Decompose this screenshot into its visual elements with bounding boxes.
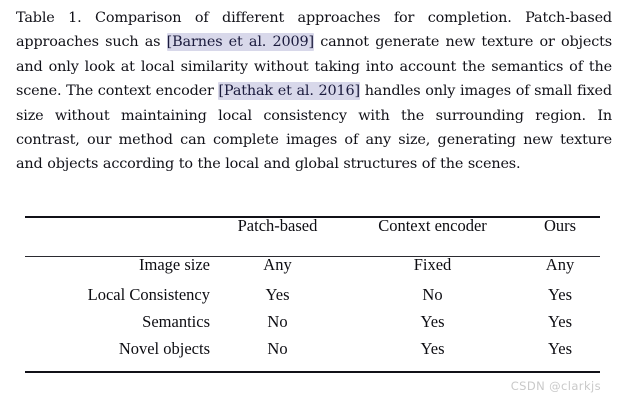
comparison-table: Patch-based Context encoder Ours	[25, 216, 600, 256]
table-row: Local Consistency Yes No Yes	[25, 285, 600, 314]
caption-segment-text-3: handles only images of small fixed size …	[16, 83, 612, 173]
table-row: Semantics No Yes Yes	[25, 312, 600, 341]
table-header-row: Patch-based Context encoder Ours	[25, 216, 600, 256]
table-rule-bottom	[25, 371, 600, 373]
cell-local-consistency-context-encoder: No	[422, 285, 443, 304]
row-label-image-size: Image size	[138, 255, 210, 274]
table-caption: Table 1. Comparison of different approac…	[16, 6, 612, 177]
table-row: Image size Any Fixed Any	[25, 255, 600, 287]
watermark: CSDN @clarkjs	[510, 379, 601, 393]
cell-semantics-context-encoder: Yes	[420, 312, 445, 331]
table-rule-header-bottom	[25, 256, 600, 257]
comparison-table-container: Patch-based Context encoder Ours Image s…	[25, 216, 600, 373]
caption-segment-text-2: cannot generate new texture or objects a…	[16, 34, 612, 100]
comparison-table-body: Image size Any Fixed Any Local Consisten…	[25, 255, 600, 371]
cell-image-size-context-encoder: Fixed	[413, 255, 452, 274]
citation-pathak-2016[interactable]: [Pathak et al. 2016]	[218, 82, 360, 101]
cell-local-consistency-patch-based: Yes	[265, 285, 290, 304]
citation-barnes-2009[interactable]: [Barnes et al. 2009]	[166, 33, 314, 52]
row-label-semantics: Semantics	[142, 312, 210, 331]
table-row: Novel objects No Yes Yes	[25, 339, 600, 371]
cell-image-size-patch-based: Any	[263, 255, 292, 274]
cell-image-size-ours: Any	[545, 255, 575, 274]
header-cell-ours: Ours	[543, 216, 577, 235]
cell-novel-objects-ours: Yes	[547, 339, 572, 358]
cell-novel-objects-context-encoder: Yes	[420, 339, 445, 358]
row-label-novel-objects: Novel objects	[118, 339, 210, 358]
cell-semantics-ours: Yes	[547, 312, 572, 331]
cell-local-consistency-ours: Yes	[547, 285, 572, 304]
row-label-local-consistency: Local Consistency	[87, 285, 210, 304]
header-cell-context-encoder: Context encoder	[378, 216, 487, 235]
cell-novel-objects-patch-based: No	[267, 339, 288, 358]
header-cell-patch-based: Patch-based	[237, 216, 318, 235]
table-rule-top	[25, 216, 600, 218]
caption-segment-text-1: Table 1. Comparison of different approac…	[16, 10, 612, 51]
cell-semantics-patch-based: No	[267, 312, 288, 331]
header-cell-blank	[25, 218, 210, 256]
